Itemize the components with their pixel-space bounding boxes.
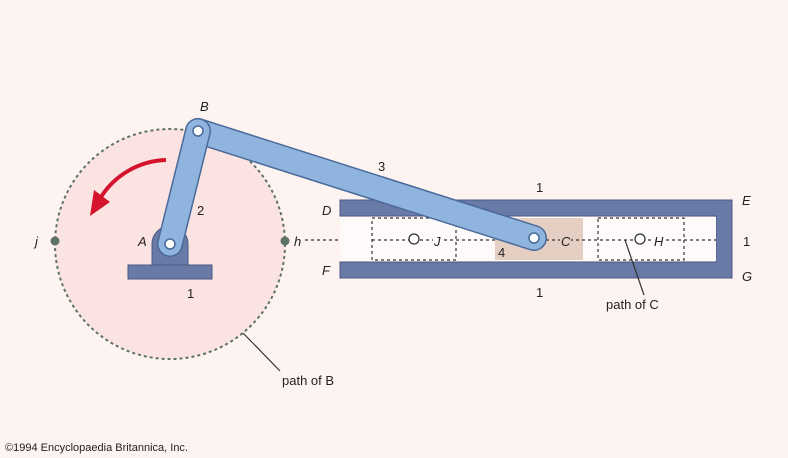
copyright-notice: ©1994 Encyclopaedia Britannica, Inc. xyxy=(5,442,188,454)
ground-base-plate xyxy=(127,264,213,280)
label-g: G xyxy=(742,269,753,284)
label-e: E xyxy=(742,193,751,208)
label-j: J xyxy=(433,234,442,249)
label-link-3: 3 xyxy=(378,159,386,174)
slider-position-j xyxy=(371,217,457,261)
label-h-lower: h xyxy=(294,234,302,249)
label-path-of-c: path of C xyxy=(606,297,659,312)
label-frame-base: 1 xyxy=(187,286,195,301)
label-b: B xyxy=(200,99,209,114)
point-h-marker xyxy=(634,233,646,245)
pin-c xyxy=(528,232,540,244)
label-c: C xyxy=(560,234,572,249)
label-h: H xyxy=(653,234,665,249)
label-a: A xyxy=(138,234,147,249)
slider-position-h xyxy=(597,217,685,261)
label-path-of-b: path of B xyxy=(282,373,335,388)
path-of-b-leader xyxy=(242,332,281,372)
point-j-marker xyxy=(408,233,420,245)
pin-b xyxy=(192,125,204,137)
point-j-small-marker xyxy=(50,236,60,246)
pin-a xyxy=(164,238,176,250)
point-h-small-marker xyxy=(280,236,290,246)
rotation-arrow-icon xyxy=(99,158,167,199)
label-frame-right: 1 xyxy=(743,234,751,249)
label-j-lower: j xyxy=(35,234,38,249)
label-f: F xyxy=(322,263,330,278)
label-link-2: 2 xyxy=(197,203,205,218)
label-link-4: 4 xyxy=(498,245,506,260)
path-of-c-leader xyxy=(624,239,645,296)
label-d: D xyxy=(322,203,332,218)
label-frame-bottom: 1 xyxy=(536,285,544,300)
label-frame-top: 1 xyxy=(536,180,544,195)
